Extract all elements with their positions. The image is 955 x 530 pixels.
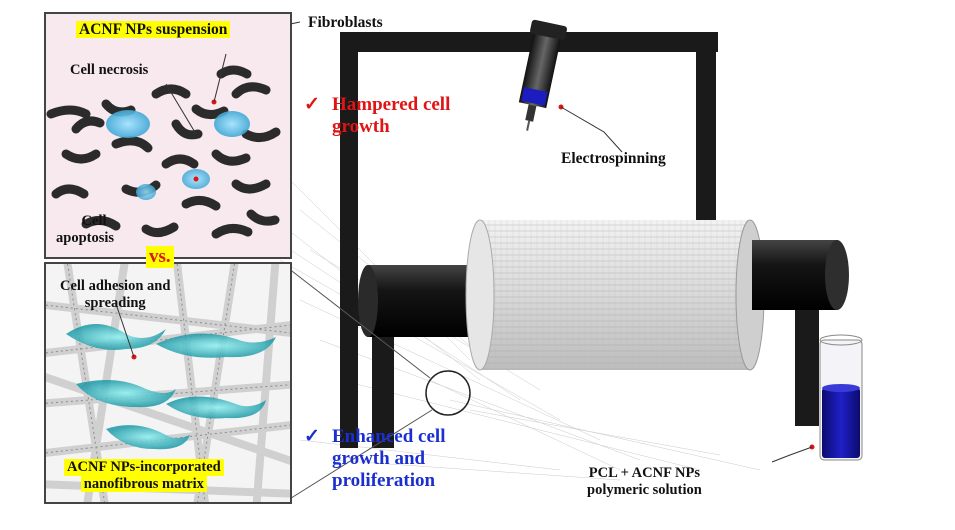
fiber-spray [249,179,761,481]
suspension-illustration [46,14,290,257]
check-icon-blue: ✓ [304,426,320,447]
drum-collector [465,219,765,371]
electrospinning-leader [560,106,623,153]
spread-cells [66,324,276,450]
check-icon-red: ✓ [304,94,320,115]
suspension-title: ACNF NPs suspension [76,21,231,39]
necrotic-cells [106,99,250,200]
cell-apoptosis-label: Cell apoptosis [56,213,115,246]
suspension-panel [44,12,292,259]
spinneret [518,19,568,131]
matrix-label: ACNF NPs-incorporated nanofibrous matrix [64,459,224,493]
fibroblasts-label: Fibroblasts [308,14,383,31]
solution-leader [771,446,813,463]
magnifier [287,267,471,501]
versus-label: vs. [146,246,174,268]
electrospinning-label: Electrospinning [561,150,666,167]
cell-adhesion-label: Cell adhesion and spreading [60,278,171,311]
cell-necrosis-label: Cell necrosis [70,62,149,78]
solution-label: PCL + ACNF NPs polymeric solution [587,465,702,498]
beaker [819,334,863,461]
right-axle [752,240,849,310]
